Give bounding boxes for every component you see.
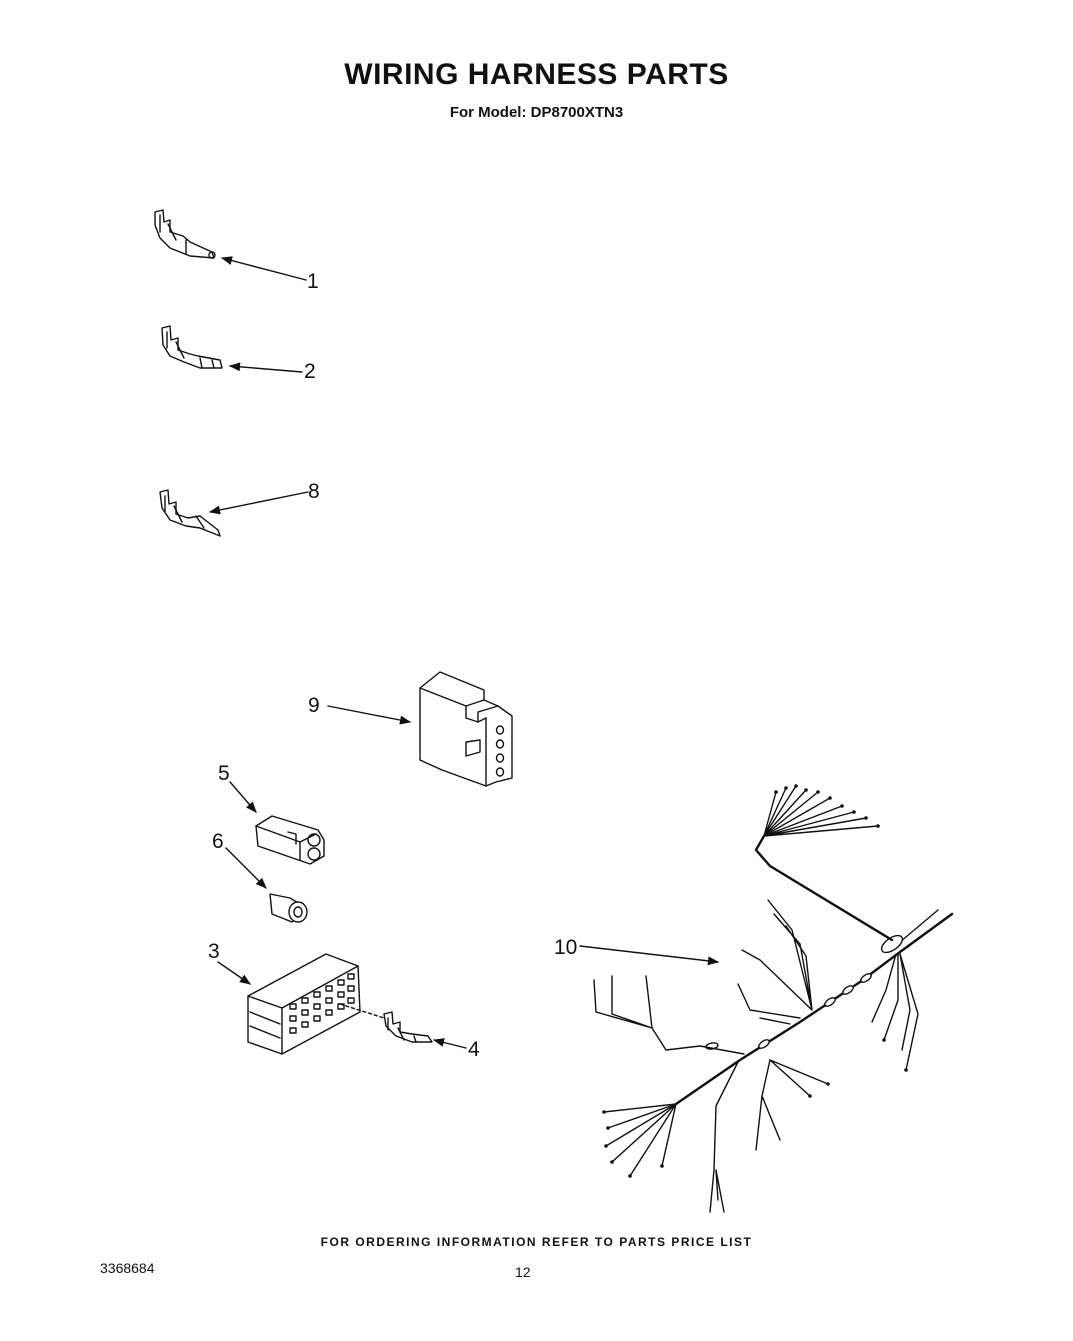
part-2-terminal [161, 325, 223, 369]
callout-2: 2 [304, 360, 316, 383]
part-8-terminal [159, 489, 221, 537]
part-4-terminal [383, 1011, 433, 1043]
callout-4: 4 [468, 1038, 480, 1061]
callout-4-leader [432, 1038, 467, 1049]
callout-6: 6 [212, 830, 224, 853]
callout-6-leader [225, 847, 267, 889]
document-number: 3368684 [100, 1260, 155, 1276]
callout-8-leader [208, 491, 309, 515]
part-6-splice-cap [269, 893, 308, 923]
part-3-pin-grid [289, 973, 355, 1034]
callout-10-leader [579, 945, 720, 966]
callout-1-leader [220, 256, 307, 281]
callout-3: 3 [208, 940, 220, 963]
callout-10: 10 [554, 936, 577, 959]
model-subtitle: For Model: DP8700XTN3 [449, 104, 624, 121]
callout-1: 1 [307, 270, 319, 293]
part-9-connector [419, 671, 513, 787]
part-1-terminal [154, 209, 216, 259]
part-3-housing [247, 953, 385, 1055]
callout-8: 8 [308, 480, 320, 503]
callout-9: 9 [308, 694, 320, 717]
page-title: WIRING HARNESS PARTS [344, 58, 729, 91]
ordering-note: FOR ORDERING INFORMATION REFER TO PARTS … [320, 1235, 753, 1249]
callout-2-leader [228, 362, 303, 373]
callout-5-leader [229, 781, 257, 813]
callout-9-leader [327, 705, 412, 725]
part-10-wiring-harness [593, 784, 954, 1213]
callout-5: 5 [218, 762, 230, 785]
wire-fan-top [763, 784, 880, 837]
callout-3-leader [217, 961, 251, 985]
part-5-connector [255, 815, 325, 865]
page-number: 12 [515, 1264, 531, 1280]
